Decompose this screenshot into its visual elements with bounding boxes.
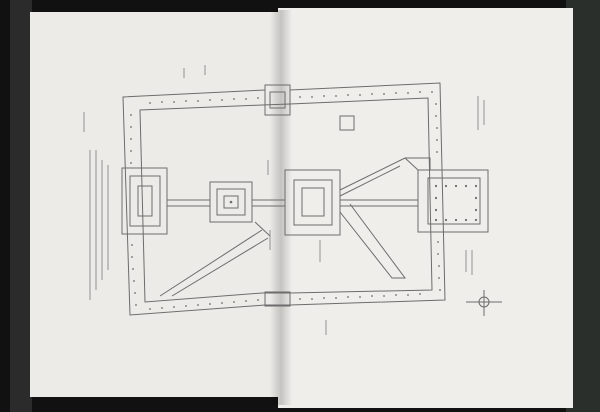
pagoda [209, 181, 253, 223]
corridor-columns-bottom [149, 293, 421, 310]
annotation-marks [83, 65, 485, 335]
hall-column-grid [229, 184, 478, 222]
left-page [30, 12, 285, 397]
book-cover-left [10, 0, 32, 412]
corridor-columns-right [435, 103, 441, 291]
middle-gate [264, 84, 291, 116]
golden-hall [284, 169, 341, 236]
corridor-columns-top [149, 91, 433, 104]
south-gate [264, 291, 291, 307]
right-page [278, 8, 573, 408]
outer-corridor-outline [122, 82, 446, 316]
right-hall [417, 169, 489, 233]
inner-corridor-outline [139, 97, 433, 303]
corridor-columns-left [130, 114, 137, 306]
lecture-hall-left [121, 167, 168, 235]
